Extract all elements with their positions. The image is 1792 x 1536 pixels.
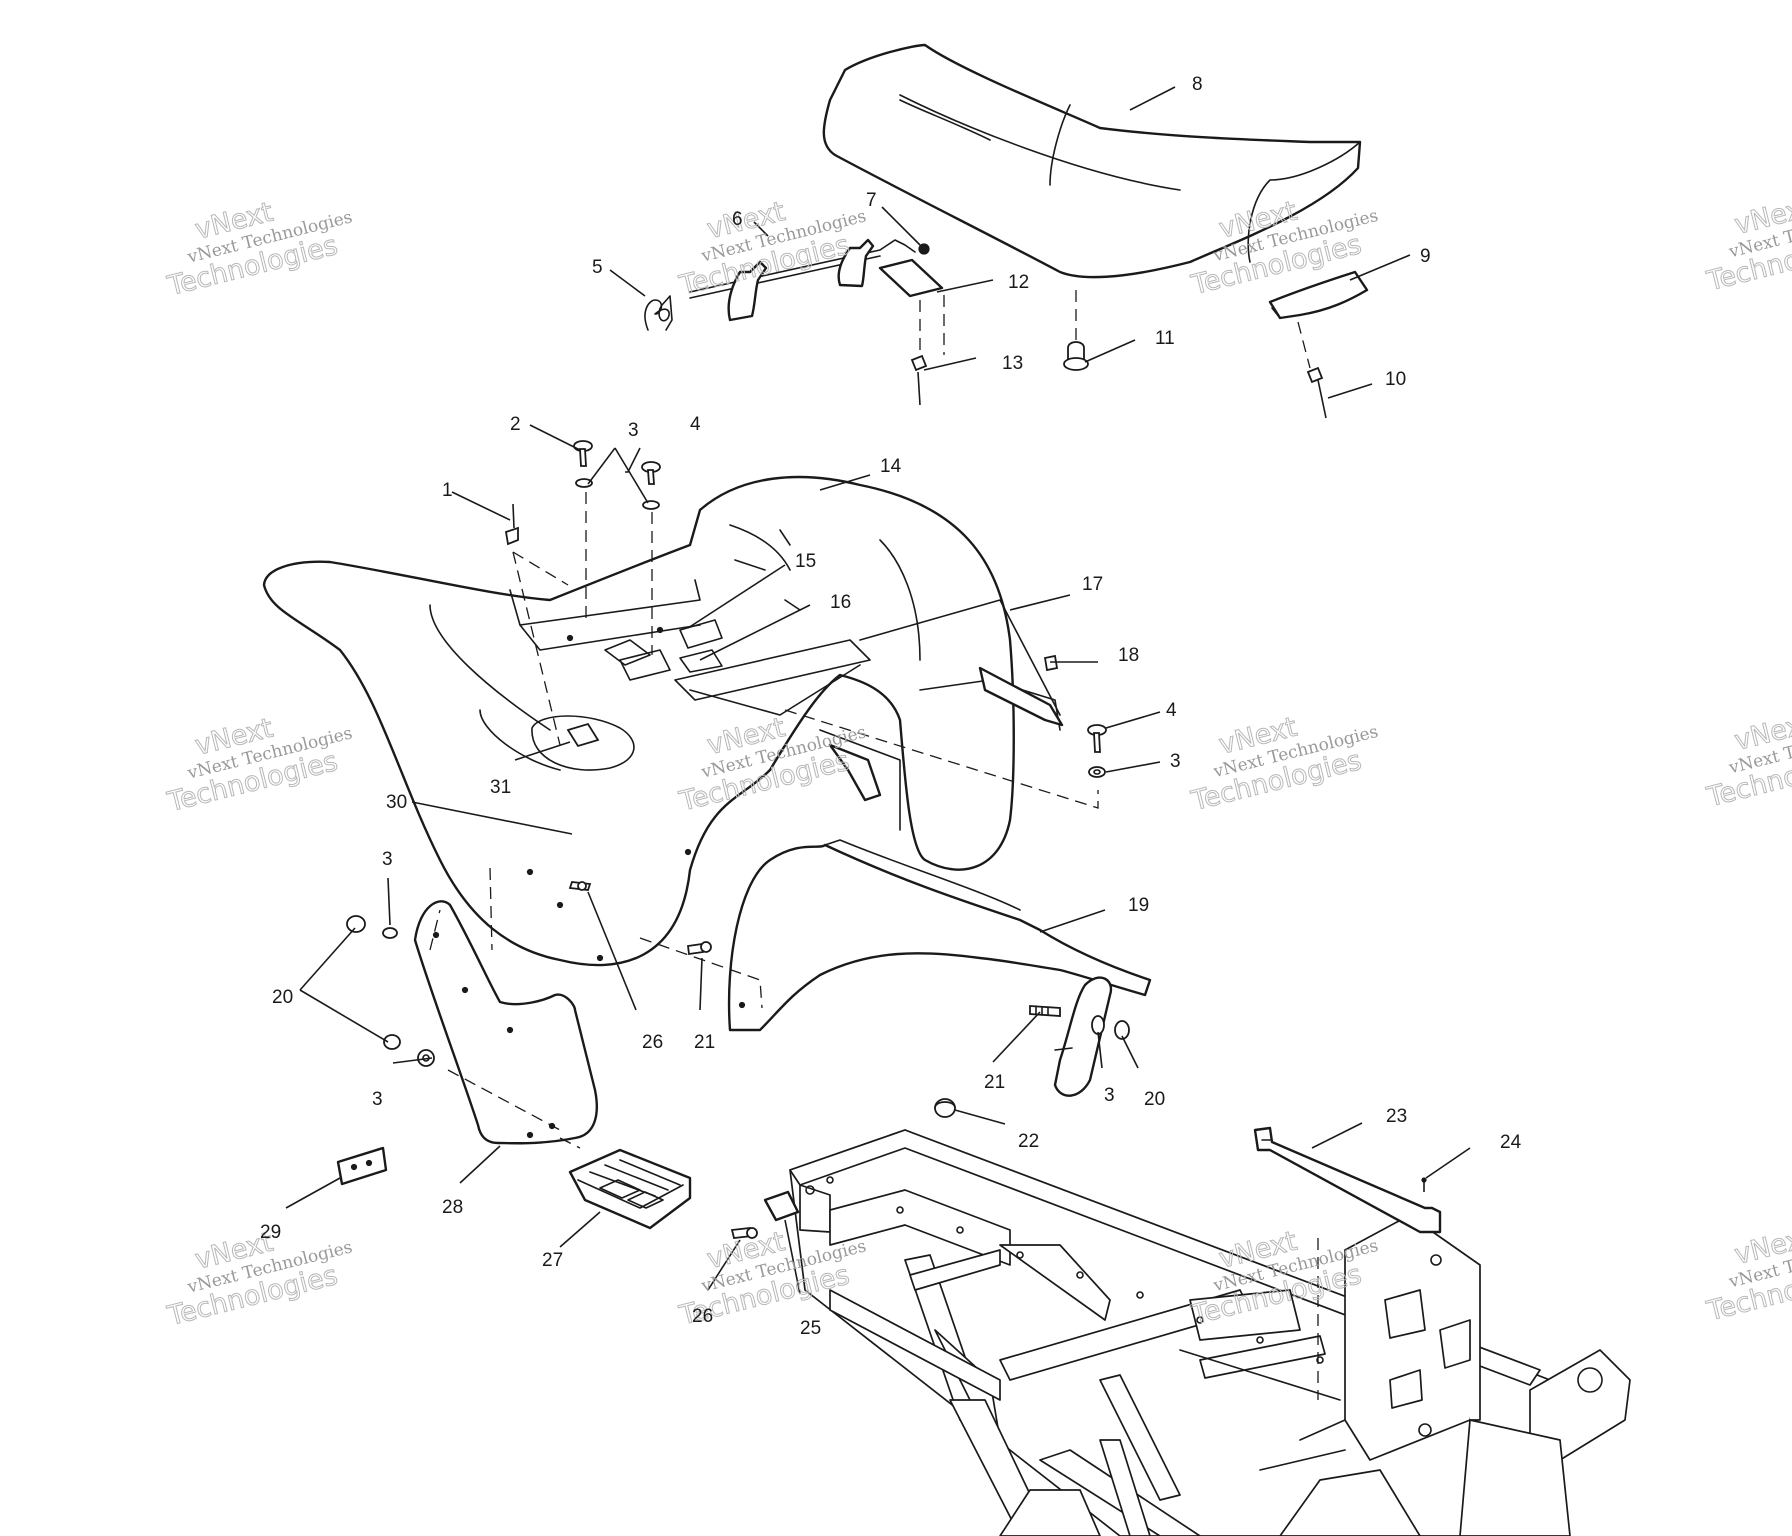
callout-31: 31 xyxy=(490,777,511,798)
latch-spring xyxy=(644,295,673,331)
clip-18 xyxy=(1043,654,1059,672)
latch-plate-16 xyxy=(679,649,723,673)
washer-3a xyxy=(575,478,593,488)
callout-19: 19 xyxy=(1128,895,1149,916)
callout-23: 23 xyxy=(1386,1106,1407,1127)
nut-20a xyxy=(346,915,366,933)
callout-28: 28 xyxy=(442,1197,463,1218)
callout-3e: 3 xyxy=(1104,1085,1115,1106)
screw-4a xyxy=(641,461,661,485)
watermark-12: vNext vNext Technologies Technologies xyxy=(1703,1221,1792,1328)
watermark-8: vNext vNext Technologies Technologies xyxy=(1703,707,1792,814)
callout-8: 8 xyxy=(1192,74,1203,95)
mud-flap xyxy=(413,900,598,1145)
frame-assembly xyxy=(789,1129,1631,1536)
callout-21b: 21 xyxy=(984,1072,1005,1093)
fender-extension xyxy=(727,839,1152,1097)
callout-1: 1 xyxy=(442,480,453,501)
washer-3c xyxy=(1088,766,1106,778)
label-25 xyxy=(763,1190,800,1222)
callout-21: 21 xyxy=(694,1032,715,1053)
callout-24: 24 xyxy=(1500,1132,1522,1153)
rear-cab xyxy=(262,475,1064,967)
bolt-21b xyxy=(1029,1005,1061,1017)
nut-20c xyxy=(1114,1020,1130,1040)
rivet-24 xyxy=(1421,1177,1427,1192)
callout-25: 25 xyxy=(800,1318,821,1339)
callout-13: 13 xyxy=(1002,353,1023,374)
callout-30: 30 xyxy=(386,792,407,813)
callout-3: 3 xyxy=(628,420,639,441)
callout-3c: 3 xyxy=(382,849,393,870)
callout-6: 6 xyxy=(732,209,743,230)
push-rivet-10 xyxy=(1306,366,1327,419)
callout-9: 9 xyxy=(1420,246,1431,267)
bumper-22 xyxy=(934,1098,956,1118)
watermark-1: vNext vNext Technologies Technologies xyxy=(163,196,354,303)
reflector-29 xyxy=(336,1146,388,1186)
callout-26: 26 xyxy=(642,1032,663,1053)
callout-15: 15 xyxy=(795,551,816,572)
leader-lines xyxy=(285,86,1471,1295)
callout-17: 17 xyxy=(1082,574,1103,595)
brace-23 xyxy=(1253,1126,1442,1234)
washer-3d xyxy=(382,927,398,939)
watermark-7: vNext vNext Technologies Technologies xyxy=(1187,711,1380,818)
callout-18: 18 xyxy=(1118,645,1139,666)
washer-3b xyxy=(642,500,660,510)
callout-14: 14 xyxy=(880,456,902,477)
seat-bracket xyxy=(878,258,944,298)
latch-plate-15 xyxy=(679,619,723,649)
latch-hook xyxy=(727,238,875,322)
step-bracket xyxy=(568,1148,692,1230)
seat xyxy=(822,43,1362,279)
bolt-21a xyxy=(686,941,712,956)
washer-3f xyxy=(1091,1015,1105,1035)
nut-20b xyxy=(383,1034,401,1050)
callout-12: 12 xyxy=(1008,272,1029,293)
assembly-lines xyxy=(429,290,1319,1400)
callout-26b: 26 xyxy=(692,1306,713,1327)
callout-22: 22 xyxy=(1018,1131,1039,1152)
callout-4: 4 xyxy=(690,414,701,435)
callout-3b: 3 xyxy=(1170,751,1181,772)
callout-11: 11 xyxy=(1155,328,1175,349)
callout-labels: 1 2 3 4 5 6 7 8 9 10 11 12 13 14 15 16 1… xyxy=(260,74,1522,1339)
fender-pad xyxy=(531,715,635,771)
callout-7: 7 xyxy=(866,190,877,211)
callout-20b: 20 xyxy=(1144,1089,1165,1110)
callout-3d: 3 xyxy=(372,1089,383,1110)
bolt-26b xyxy=(730,1227,758,1239)
seat-bumper xyxy=(1063,341,1089,371)
watermark-5: vNext vNext Technologies Technologies xyxy=(163,712,354,819)
callout-29: 29 xyxy=(260,1222,281,1243)
watermark-9: vNext vNext Technologies Technologies xyxy=(163,1226,354,1333)
callout-20: 20 xyxy=(272,987,293,1008)
watermark-4: vNext vNext Technologies Technologies xyxy=(1703,191,1792,298)
push-rivet-13 xyxy=(910,354,928,406)
screw-4b xyxy=(1087,724,1107,753)
callout-27: 27 xyxy=(542,1250,563,1271)
callout-4b: 4 xyxy=(1166,700,1177,721)
bolt-26a xyxy=(568,881,592,891)
callout-10: 10 xyxy=(1385,369,1406,390)
screw-2 xyxy=(573,440,593,467)
callout-2: 2 xyxy=(510,414,521,435)
push-rivet-1 xyxy=(504,503,519,546)
seat-rear-bracket xyxy=(1268,270,1369,320)
callout-5: 5 xyxy=(592,257,603,278)
callout-16: 16 xyxy=(830,592,851,613)
